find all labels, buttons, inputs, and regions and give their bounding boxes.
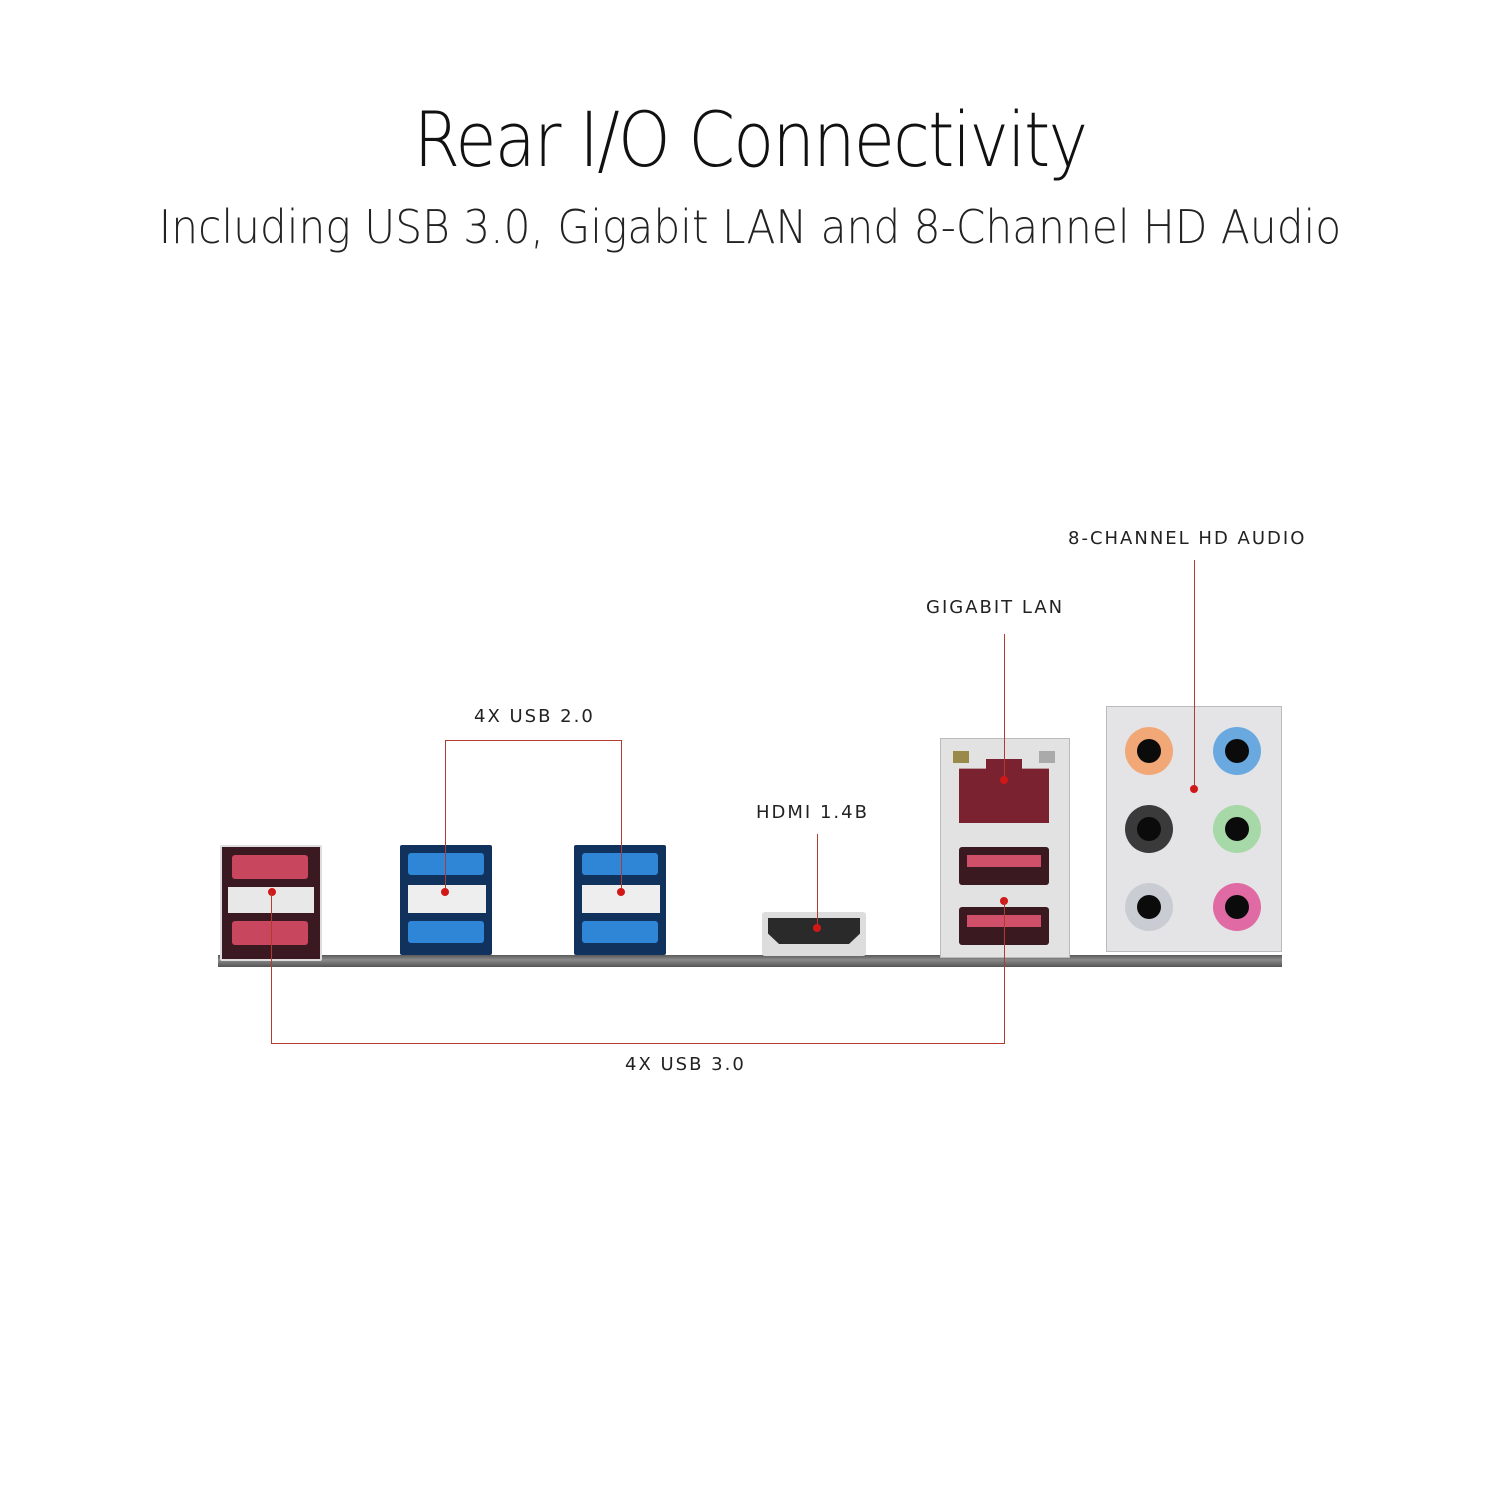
callout-line xyxy=(271,892,272,1044)
callout-usb30-label: 4X USB 3.0 xyxy=(625,1054,746,1075)
callout-dot xyxy=(1000,776,1008,784)
usb30-port xyxy=(232,855,308,879)
callout-dot xyxy=(813,924,821,932)
audio-jack-green xyxy=(1213,805,1261,853)
audio-jack-black xyxy=(1125,805,1173,853)
page-subtitle: Including USB 3.0, Gigabit LAN and 8-Cha… xyxy=(158,200,1342,254)
usb20-port xyxy=(408,921,484,943)
audio-jack-orange xyxy=(1125,727,1173,775)
callout-dot xyxy=(268,888,276,896)
usb20-port xyxy=(582,853,658,875)
usb30-stack-left xyxy=(220,845,322,961)
io-plate xyxy=(218,955,1282,967)
usb20-port xyxy=(408,853,484,875)
usb20-stack-1 xyxy=(400,845,492,955)
callout-line xyxy=(817,834,818,928)
usb20-stack-2 xyxy=(574,845,666,955)
callout-dot xyxy=(1190,785,1198,793)
callout-audio-label: 8-CHANNEL HD AUDIO xyxy=(1068,528,1307,549)
callout-usb20-label: 4X USB 2.0 xyxy=(474,706,595,727)
audio-jack-pink xyxy=(1213,883,1261,931)
callout-line xyxy=(1194,560,1195,788)
callout-line xyxy=(621,740,622,892)
callout-line xyxy=(1004,634,1005,778)
callout-hdmi-label: HDMI 1.4B xyxy=(756,802,869,823)
callout-line xyxy=(1004,900,1005,1044)
lan-led-right xyxy=(1039,751,1055,763)
usb30-port xyxy=(959,847,1049,885)
usb20-port xyxy=(582,921,658,943)
lan-usb30-block xyxy=(940,738,1070,958)
callout-line xyxy=(445,740,622,741)
page-title: Rear I/O Connectivity xyxy=(413,95,1088,184)
callout-dot xyxy=(617,888,625,896)
audio-jack-gray xyxy=(1125,883,1173,931)
callout-line xyxy=(271,1043,1005,1044)
audio-jack-blue xyxy=(1213,727,1261,775)
usb30-port xyxy=(232,921,308,945)
callout-line xyxy=(445,740,446,892)
callout-dot xyxy=(441,888,449,896)
hdmi-port xyxy=(762,912,866,956)
callout-lan-label: GIGABIT LAN xyxy=(926,597,1065,618)
lan-led-left xyxy=(953,751,969,763)
